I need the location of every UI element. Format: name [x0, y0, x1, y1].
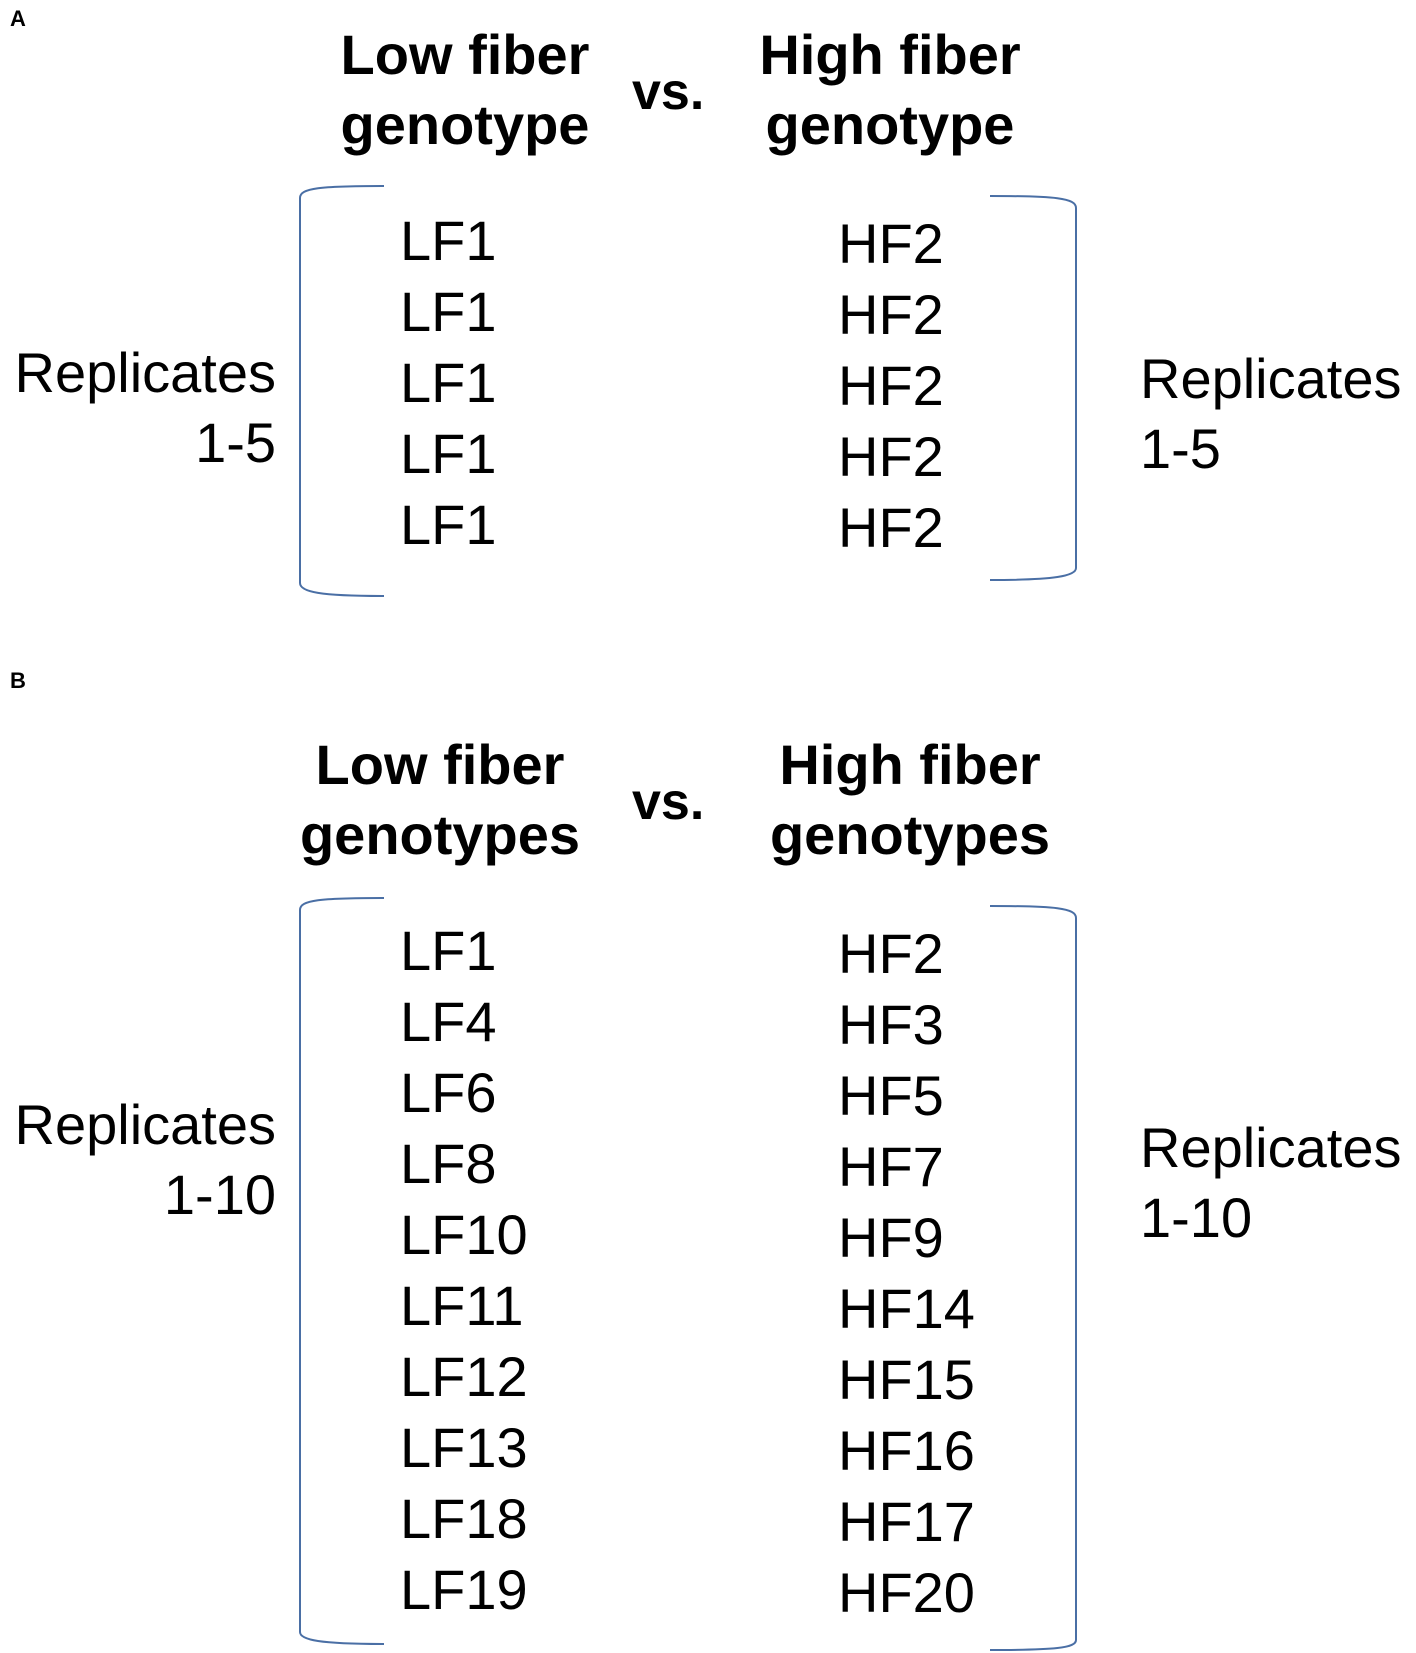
panel-b-right-replicates: Replicates 1-10	[1140, 1113, 1401, 1253]
heading-line: High fiber	[779, 733, 1041, 796]
panel-a-left-heading: Low fiber genotype	[310, 20, 620, 160]
genotype-item: HF15	[838, 1348, 975, 1411]
genotype-item: HF17	[838, 1490, 975, 1553]
genotype-item: HF16	[838, 1419, 975, 1482]
panel-b-right-bracket	[989, 905, 1077, 1651]
panel-a-left-list: LF1 LF1 LF1 LF1 LF1	[400, 205, 497, 560]
genotype-item: LF6	[400, 1061, 497, 1124]
genotype-item: LF1	[400, 493, 497, 556]
panel-b-right-heading: High fiber genotypes	[745, 730, 1075, 870]
genotype-item: HF2	[838, 283, 944, 346]
genotype-item: HF2	[838, 212, 944, 275]
genotype-item: LF19	[400, 1558, 528, 1621]
genotype-item: HF20	[838, 1561, 975, 1624]
panel-a-left-replicates: Replicates 1-5	[15, 338, 276, 478]
genotype-item: LF10	[400, 1203, 528, 1266]
heading-line: Low fiber	[315, 733, 565, 796]
panel-b-vs: vs.	[632, 773, 705, 831]
genotype-item: LF1	[400, 919, 497, 982]
panel-a-vs: vs.	[632, 63, 705, 121]
genotype-item: HF7	[838, 1135, 944, 1198]
replicates-line: 1-10	[1140, 1186, 1253, 1249]
panel-b-left-heading: Low fiber genotypes	[280, 730, 600, 870]
genotype-item: HF2	[838, 496, 944, 559]
panel-a-right-bracket	[989, 195, 1077, 581]
heading-line: genotype	[340, 93, 590, 156]
replicates-line: Replicates	[1140, 347, 1402, 410]
genotype-item: LF8	[400, 1132, 497, 1195]
genotype-item: LF1	[400, 280, 497, 343]
panel-b-left-list: LF1 LF4 LF6 LF8 LF10 LF11 LF12 LF13 LF18…	[400, 915, 528, 1625]
replicates-line: 1-5	[195, 411, 276, 474]
genotype-item: HF5	[838, 1064, 944, 1127]
replicates-line: 1-5	[1140, 417, 1221, 480]
genotype-item: LF11	[400, 1274, 524, 1337]
genotype-item: LF18	[400, 1487, 528, 1550]
replicates-line: 1-10	[163, 1163, 276, 1226]
heading-line: Low fiber	[340, 23, 590, 86]
replicates-line: Replicates	[1140, 1116, 1402, 1179]
heading-line: High fiber	[759, 23, 1021, 86]
genotype-item: HF2	[838, 425, 944, 488]
panel-a-left-bracket	[299, 185, 385, 597]
panel-a-right-replicates: Replicates 1-5	[1140, 344, 1401, 484]
genotype-item: LF13	[400, 1416, 528, 1479]
genotype-item: HF14	[838, 1277, 975, 1340]
genotype-item: HF2	[838, 354, 944, 417]
heading-line: genotype	[765, 93, 1015, 156]
panel-a-right-list: HF2 HF2 HF2 HF2 HF2	[838, 208, 944, 563]
genotype-item: LF12	[400, 1345, 528, 1408]
genotype-item: LF1	[400, 351, 497, 414]
panel-b-right-list: HF2 HF3 HF5 HF7 HF9 HF14 HF15 HF16 HF17 …	[838, 918, 975, 1628]
panel-a-right-heading: High fiber genotype	[725, 20, 1055, 160]
panel-b-label: B	[10, 668, 26, 693]
heading-line: genotypes	[299, 803, 581, 866]
panel-a-label: A	[10, 6, 26, 31]
panel-b-left-replicates: Replicates 1-10	[15, 1090, 276, 1230]
genotype-item: HF9	[838, 1206, 944, 1269]
genotype-item: LF1	[400, 209, 497, 272]
genotype-item: LF4	[400, 990, 497, 1053]
genotype-item: LF1	[400, 422, 497, 485]
replicates-line: Replicates	[14, 341, 276, 404]
genotype-item: HF2	[838, 922, 944, 985]
panel-b-left-bracket	[299, 897, 385, 1645]
replicates-line: Replicates	[14, 1093, 276, 1156]
heading-line: genotypes	[769, 803, 1051, 866]
genotype-item: HF3	[838, 993, 944, 1056]
